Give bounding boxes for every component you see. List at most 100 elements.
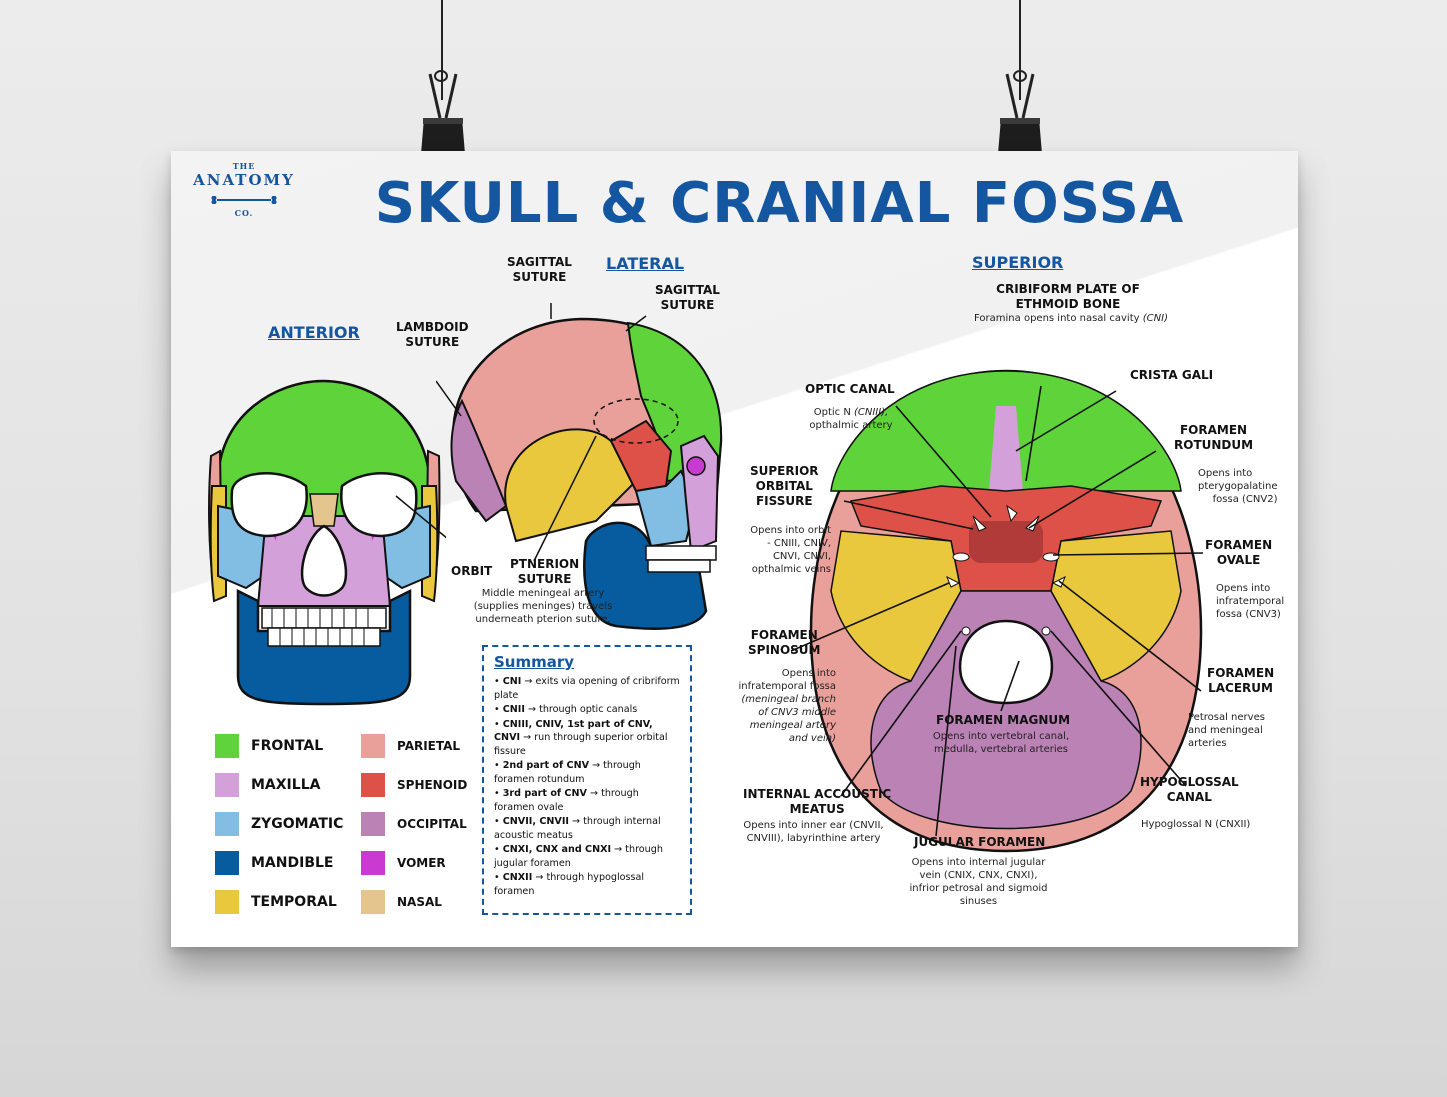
label-superior-orbital-fissure: SUPERIOR ORBITAL FISSURE [750, 464, 819, 508]
summary-item-nerve: CNI [502, 676, 522, 687]
summary-box: Summary • CNI → exits via opening of cri… [482, 645, 692, 915]
summary-item-text: → run through superior orbital fissure [494, 732, 668, 757]
summary-item-text: → through optic canals [524, 704, 638, 715]
legend-label: MANDIBLE [251, 855, 334, 871]
label-orbit: ORBIT [451, 564, 493, 578]
label-sagittal-suture-1: SAGITTAL SUTURE [507, 255, 572, 284]
summary-item-nerve: CNXII [502, 872, 533, 883]
summary-item: • 2nd part of CNV → through foramen rotu… [494, 760, 641, 785]
bone-icon [211, 195, 277, 205]
legend-swatch [361, 890, 385, 914]
note-foramen-spinosum: Opens into infratemporal fossa (meningea… [738, 668, 836, 744]
logo-top: THE [232, 161, 256, 171]
section-lateral: LATERAL [606, 254, 685, 273]
label-cribriform: CRIBIFORM PLATE OF ETHMOID BONE [996, 282, 1140, 311]
legend-label: MAXILLA [251, 777, 321, 793]
label-lambdoid-suture: LAMBDOID SUTURE [396, 320, 469, 349]
legend-swatch [361, 773, 385, 797]
label-foramen-magnum: FORAMEN MAGNUM [936, 713, 1071, 727]
legend-item-vomer: VOMER [361, 851, 446, 875]
summary-item-text: → through internal acoustic meatus [494, 816, 661, 841]
poster: THE ANATOMY CO. SKULL & CRANIAL FOSSA AN… [171, 151, 1298, 947]
legend-label: TEMPORAL [251, 894, 337, 910]
legend-swatch [361, 812, 385, 836]
legend-item-sphenoid: SPHENOID [361, 773, 467, 797]
summary-heading: Summary [494, 653, 575, 671]
summary-item: • CNXII → through hypoglossal foramen [494, 872, 645, 897]
summary-item-text: → through jugular foramen [494, 844, 663, 869]
summary-item: • CNIII, CNIV, 1st part of CNV, CNVI → r… [494, 718, 668, 757]
summary-item-nerve: CNIII, CNIV, 1st part of CNV, CNVI [494, 718, 653, 744]
label-foramen-spinosum: FORAMEN SPINOSUM [748, 628, 821, 657]
note-superior-orbital-fissure: Opens into orbit - CNIII, CNIV, CNVI, CN… [750, 525, 831, 575]
legend-swatch [215, 812, 239, 836]
legend-label: ZYGOMATIC [251, 816, 344, 832]
legend-label: FRONTAL [251, 738, 324, 754]
summary-list: • CNI → exits via opening of cribriform … [494, 675, 680, 898]
label-foramen-rotundum: FORAMEN ROTUNDUM [1174, 423, 1254, 452]
label-hypoglossal-canal: HYPOGLOSSAL CANAL [1140, 775, 1239, 804]
lateral-skull-diagram [436, 303, 723, 630]
legend-item-nasal: NASAL [361, 890, 442, 914]
legend-swatch [215, 851, 239, 875]
label-ptnerion-suture: PTNERION SUTURE [510, 557, 580, 586]
label-optic-canal: OPTIC CANAL [805, 382, 895, 396]
note-foramen-magnum: Opens into vertebral canal, medulla, ver… [932, 731, 1070, 755]
summary-item-nerve: 2nd part of CNV [502, 760, 590, 771]
note-foramen-rotundum: Opens into pterygopalatine fossa (CNV2) [1198, 468, 1278, 505]
note-optic-canal: Optic N (CNIII), opthalmic artery [809, 407, 893, 431]
legend-item-frontal: FRONTAL [215, 734, 323, 758]
summary-item-text: → through hypoglossal foramen [494, 872, 645, 897]
note-foramen-ovale: Opens into infratemporal fossa (CNV3) [1216, 583, 1285, 620]
summary-item: • CNVII, CNVII → through internal acoust… [494, 816, 661, 841]
section-superior: SUPERIOR [972, 253, 1064, 272]
note-cribriform: Foramina opens into nasal cavity (CNI) [974, 313, 1168, 324]
legend-swatch [361, 851, 385, 875]
summary-item-text: → exits via opening of cribriform plate [494, 676, 680, 701]
superior-cranial-fossa-diagram [790, 369, 1204, 853]
legend-item-temporal: TEMPORAL [215, 890, 337, 914]
summary-item-text: → through foramen rotundum [494, 760, 641, 785]
binder-clip-right [998, 70, 1042, 154]
legend-label: NASAL [397, 895, 442, 909]
summary-item-text: → through foramen ovale [494, 788, 639, 813]
section-anterior: ANTERIOR [268, 323, 360, 342]
binder-clip-left [421, 70, 465, 154]
legend-swatch [361, 734, 385, 758]
label-jugular-foramen: JUGULAR FORAMEN [914, 835, 1046, 849]
note-jugular-foramen: Opens into internal jugular vein (CNIX, … [909, 857, 1048, 907]
hanging-wire-right [1019, 0, 1021, 100]
legend-swatch [215, 890, 239, 914]
legend-swatch [215, 773, 239, 797]
legend-item-parietal: PARIETAL [361, 734, 460, 758]
note-internal-acoustic-meatus: Opens into inner ear (CNVII, CNVIII), la… [743, 820, 884, 844]
anterior-skull-diagram [208, 379, 446, 706]
note-hypoglossal-canal: Hypoglossal N (CNXII) [1141, 819, 1251, 830]
summary-item: • 3rd part of CNV → through foramen oval… [494, 788, 639, 813]
summary-item: • CNII → through optic canals [494, 704, 638, 715]
summary-item-nerve: CNII [502, 704, 525, 715]
summary-item-nerve: CNVII, CNVII [502, 816, 569, 827]
hanging-wire-left [441, 0, 443, 100]
label-foramen-lacerum: FORAMEN LACERUM [1207, 666, 1275, 695]
legend-item-zygomatic: ZYGOMATIC [215, 812, 343, 836]
page-title: SKULL & CRANIAL FOSSA [374, 171, 1185, 236]
ptnerion-note: Middle meningeal artery (supplies mening… [473, 588, 613, 625]
legend-label: VOMER [397, 856, 446, 870]
note-foramen-lacerum: Petrosal nerves and meningeal arteries [1188, 712, 1265, 749]
logo-bottom: CO. [234, 208, 254, 218]
label-crista-gali: CRISTA GALI [1130, 368, 1214, 382]
legend-item-occipital: OCCIPITAL [361, 812, 467, 836]
summary-item: • CNXI, CNX and CNXI → through jugular f… [494, 844, 663, 869]
logo-main: ANATOMY [193, 171, 295, 189]
label-foramen-ovale: FORAMEN OVALE [1205, 538, 1273, 567]
anatomy-co-logo: THE ANATOMY CO. [189, 161, 299, 218]
legend-label: PARIETAL [397, 739, 461, 753]
legend-swatch [215, 734, 239, 758]
label-sagittal-suture-2: SAGITTAL SUTURE [655, 283, 720, 312]
summary-item-nerve: 3rd part of CNV [502, 788, 587, 799]
label-internal-acoustic-meatus: INTERNAL ACCOUSTIC MEATUS [743, 787, 892, 816]
legend-label: OCCIPITAL [397, 817, 467, 831]
summary-item-nerve: CNXI, CNX and CNXI [502, 844, 612, 855]
legend-item-mandible: MANDIBLE [215, 851, 333, 875]
